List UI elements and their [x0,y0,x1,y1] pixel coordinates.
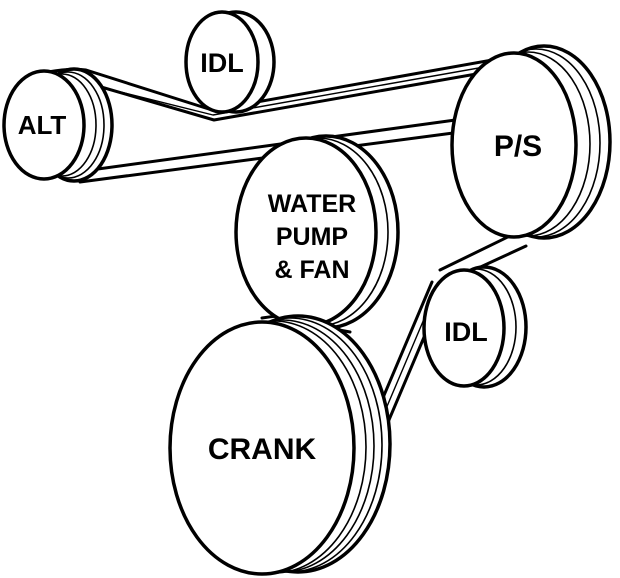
crankshaft-pulley: CRANK [168,314,392,576]
idler-top-label: IDL [200,48,244,78]
power-steering-pulley: P/S [450,44,612,240]
alternator-pulley: ALT [2,67,114,183]
idler-pulley-top: IDL [184,10,276,114]
water-pump-label-line-3: & FAN [275,256,350,284]
water-pump-label-line-1: WATER [268,190,356,218]
idler-bottom-label: IDL [444,317,488,347]
water-pump-pulley: WATER PUMP & FAN [234,134,400,330]
water-pump-label-line-2: PUMP [276,223,348,251]
crankshaft-label: CRANK [208,433,317,466]
alternator-label: ALT [18,110,67,140]
idler-pulley-bottom: IDL [422,265,528,389]
power-steering-label: P/S [494,130,542,163]
